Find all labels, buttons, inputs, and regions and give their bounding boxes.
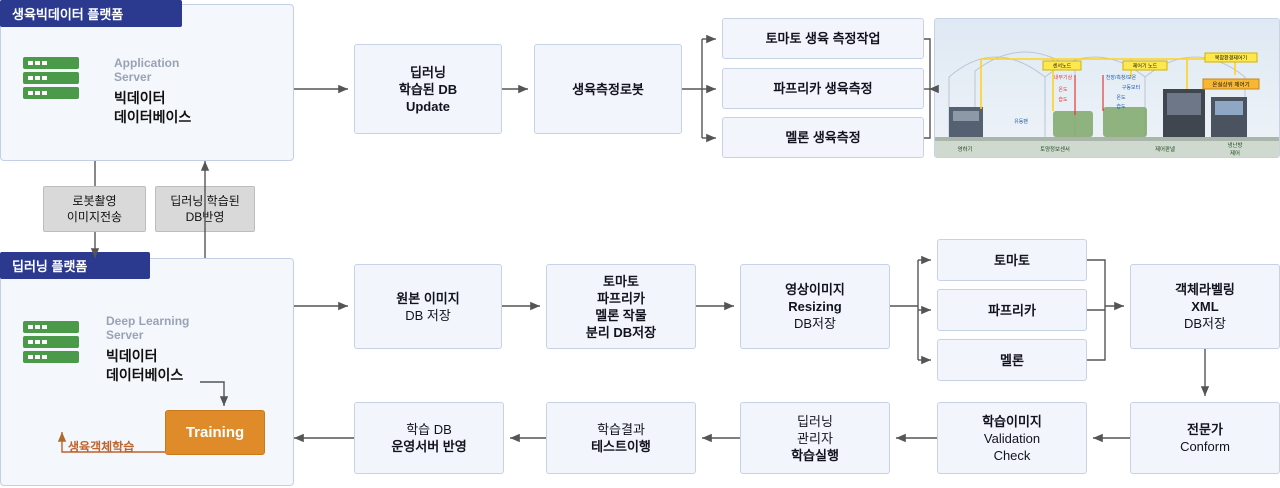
crop-separation-db-save-box[interactable]: 토마토 파프리카 멜론 작물 분리 DB저장	[546, 264, 696, 349]
training-box[interactable]: Training	[165, 410, 265, 455]
tomato-label: 토마토	[994, 252, 1030, 268]
training-image-validation-check-box[interactable]: 학습이미지 Validation Check	[937, 402, 1087, 474]
svg-text:온도: 온도	[1058, 87, 1068, 93]
dl-manager-line1: 딥러닝	[797, 413, 833, 429]
object-labeling-xml-db-save-box[interactable]: 객체라벨링 XML DB저장	[1130, 264, 1280, 349]
svg-text:제어판넬: 제어판넬	[1155, 145, 1175, 153]
melon-label: 멜론	[1000, 352, 1024, 368]
growth-bigdata-platform-title-label: 생육빅데이터 플랫폼	[12, 7, 124, 22]
expert-line2: Conform	[1180, 439, 1230, 454]
dl-db-name-line1: 빅데이터	[106, 348, 158, 364]
deep-learning-db-name: 빅데이터 데이터베이스	[106, 325, 276, 385]
paprika-growth-measurement-box[interactable]: 파프리카 생육측정	[722, 68, 924, 109]
paprika-growth-label: 파프리카 생육측정	[773, 81, 873, 96]
deep-learning-db-update-box[interactable]: 딥러닝 학습된 DB Update	[354, 44, 502, 134]
original-image-db-save-box[interactable]: 원본 이미지 DB 저장	[354, 264, 502, 349]
labeling-line3: DB저장	[1184, 316, 1226, 331]
growth-measuring-robot-label: 생육측정로봇	[572, 81, 644, 97]
training-label: Training	[185, 424, 245, 441]
validation-line3: Check	[993, 447, 1031, 463]
resizing-line1: 영상이미지	[785, 282, 845, 297]
app-server-db-name-line2: 데이터베이스	[114, 109, 192, 125]
app-server-db-name-line1: 빅데이터	[114, 90, 166, 106]
crop-sep-line1: 토마토	[603, 273, 639, 289]
svg-text:온실상위 제어기: 온실상위 제어기	[1212, 81, 1250, 89]
app-server-icon	[23, 57, 79, 99]
dl-server-role-line2: Server	[106, 328, 144, 342]
dl-manager-line3: 학습실행	[791, 447, 839, 463]
resizing-line3: DB저장	[794, 316, 836, 331]
svg-text:유동팬: 유동팬	[1014, 118, 1028, 125]
dl-db-update-line1: 딥러닝	[410, 64, 446, 80]
svg-text:내부기상: 내부기상	[1054, 74, 1073, 81]
dl-db-name-line2: 데이터베이스	[106, 367, 184, 383]
expert-conform-box[interactable]: 전문가 Conform	[1130, 402, 1280, 474]
robot-image-transfer-label: 로봇촬영 이미지전송	[43, 186, 146, 232]
crop-sep-line2: 파프리카	[597, 290, 645, 306]
validation-line2: Validation	[983, 430, 1041, 446]
growth-measuring-robot-box[interactable]: 생육측정로봇	[534, 44, 682, 134]
labeling-line1: 객체라벨링	[1175, 282, 1235, 297]
db-apply-line2: 운영서버 반영	[391, 439, 467, 454]
app-server-role-line2: Server	[114, 70, 152, 84]
training-result-test-run-box[interactable]: 학습결과 테스트이행	[546, 402, 696, 474]
melon-growth-measurement-box[interactable]: 멜론 생육측정	[722, 117, 924, 158]
labeling-line2: XML	[1191, 299, 1219, 314]
resizing-line2: Resizing	[788, 299, 842, 314]
svg-text:영하기: 영하기	[958, 145, 973, 153]
paprika-box[interactable]: 파프리카	[937, 289, 1087, 331]
greenhouse-sensor-diagram: 센서노드 제어기 노드 복합환경제어기 온실상위 제어기 내부기상 온도 습도 …	[934, 18, 1280, 158]
robot-image-transfer-line1: 로봇촬영	[72, 194, 117, 208]
expert-line1: 전문가	[1187, 422, 1223, 437]
db-apply-line1: 학습 DB	[406, 422, 452, 437]
svg-text:토양정보센서: 토양정보센서	[1040, 145, 1070, 153]
db-reflect-line2: DB반영	[185, 210, 225, 224]
crop-sep-line3: 멜론 작물	[595, 307, 647, 323]
growth-object-learning-text: 생육객체학습	[68, 440, 135, 454]
orig-img-line1: 원본 이미지	[396, 290, 460, 306]
svg-text:제어기 노드: 제어기 노드	[1133, 63, 1158, 70]
svg-text:구동모터: 구동모터	[1122, 84, 1140, 91]
training-db-apply-box[interactable]: 학습 DB 운영서버 반영	[354, 402, 504, 474]
svg-text:천장/측창/보온: 천장/측창/보온	[1106, 74, 1137, 81]
app-server-role-line1: Application	[114, 56, 180, 70]
app-server-role: Application Server	[114, 56, 264, 84]
robot-image-transfer-line2: 이미지전송	[66, 210, 123, 224]
svg-text:습도: 습도	[1116, 103, 1126, 110]
melon-box[interactable]: 멜론	[937, 339, 1087, 381]
growth-bigdata-platform-title: 생육빅데이터 플랫폼	[0, 0, 182, 27]
svg-text:온도: 온도	[1116, 95, 1126, 101]
svg-text:냉난방: 냉난방	[1228, 141, 1243, 149]
test-run-line2: 테스트이행	[591, 439, 651, 454]
dl-db-update-line3: Update	[405, 98, 451, 114]
app-server-db-name: 빅데이터 데이터베이스	[114, 89, 274, 127]
deep-learning-server-icon	[23, 321, 79, 363]
image-resizing-db-save-box[interactable]: 영상이미지 Resizing DB저장	[740, 264, 890, 349]
deep-learning-platform-title: 딥러닝 플랫폼	[0, 252, 150, 279]
validation-line1: 학습이미지	[982, 413, 1042, 429]
svg-text:제어: 제어	[1230, 149, 1240, 157]
growth-object-learning-label: 생육객체학습	[68, 438, 134, 455]
dl-manager-line2: 관리자	[797, 430, 833, 446]
deep-learning-manager-training-run-box[interactable]: 딥러닝 관리자 학습실행	[740, 402, 890, 474]
test-run-line1: 학습결과	[597, 422, 645, 437]
dl-db-update-line2: 학습된 DB	[398, 81, 458, 97]
svg-text:습도: 습도	[1058, 96, 1068, 103]
crop-sep-line4: 분리 DB저장	[585, 324, 657, 340]
paprika-label: 파프리카	[988, 302, 1036, 318]
deep-learning-platform-title-label: 딥러닝 플랫폼	[12, 259, 88, 274]
orig-img-line2: DB 저장	[405, 307, 451, 323]
tomato-growth-task-label: 토마토 생육 측정작업	[765, 31, 881, 46]
svg-text:복합환경제어기: 복합환경제어기	[1215, 55, 1247, 62]
db-reflect-line1: 딥러닝 학습된	[170, 194, 240, 208]
deep-learning-server-role: Deep Learning Server	[106, 314, 276, 342]
dl-server-role-line1: Deep Learning	[106, 314, 190, 328]
svg-text:센서노드: 센서노드	[1053, 63, 1072, 70]
deep-learning-db-reflect-label: 딥러닝 학습된 DB반영	[155, 186, 255, 232]
melon-growth-label: 멜론 생육측정	[785, 130, 861, 145]
tomato-growth-measurement-task-box[interactable]: 토마토 생육 측정작업	[722, 18, 924, 59]
tomato-box[interactable]: 토마토	[937, 239, 1087, 281]
